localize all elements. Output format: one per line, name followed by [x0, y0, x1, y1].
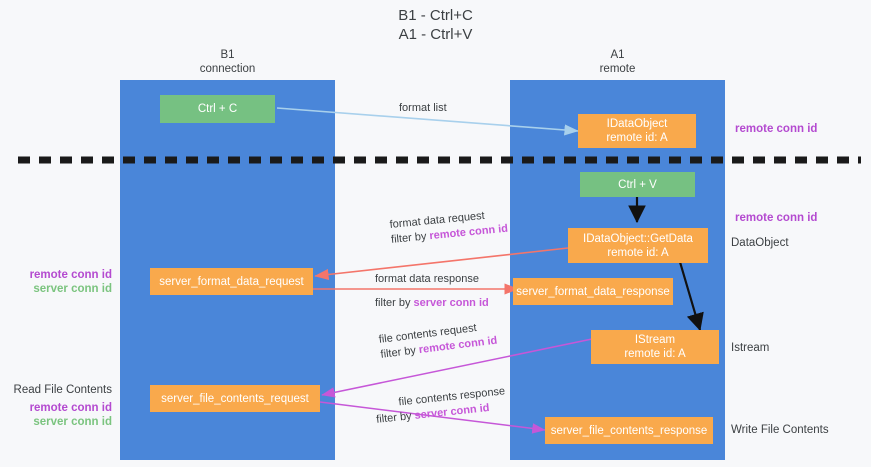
arrow-file-contents-response [319, 401, 546, 434]
left-note-read-file-contents: Read File Contents [13, 384, 112, 396]
arrow-format-data-request [314, 247, 569, 281]
lane-caption-a1: A1 remote [599, 49, 636, 75]
edge-label-format-data-response-line1: format data response [375, 273, 479, 285]
right-note-dataobject: DataObject [731, 237, 789, 249]
node-idataobject-remote-id: remote id: A [606, 132, 668, 144]
edge-label-format-data-request: format data request filter by remote con… [389, 207, 509, 248]
edge-label-file-contents-response: file contents response filter by server … [374, 384, 507, 428]
right-note-remote-conn-id-top: remote conn id [735, 123, 818, 135]
left-note-server-conn-id-1: server conn id [33, 283, 112, 295]
left-note-server-conn-id-2: server conn id [33, 416, 112, 428]
right-note-istream: Istream [731, 342, 770, 354]
filter-prefix: filter by [375, 410, 413, 426]
node-idataobject[interactable]: IDataObject remote id: A [578, 114, 696, 148]
edge-label-format-data-response: format data response filter by server co… [375, 272, 489, 311]
filter-prefix: filter by [379, 344, 417, 361]
node-server-file-contents-request-label: server_file_contents_request [161, 392, 309, 405]
edge-label-format-data-response-filter: filter by server conn id [375, 296, 489, 311]
lane-caption-b1: B1 connection [199, 49, 256, 75]
node-server-format-data-response[interactable]: server_format_data_response [513, 278, 673, 305]
node-idataobject-getdata[interactable]: IDataObject::GetData remote id: A [568, 228, 708, 263]
arrow-file-contents-request [321, 338, 593, 398]
node-idataobject-getdata-remote-id: remote id: A [607, 246, 669, 259]
node-istream-remote-id: remote id: A [624, 348, 686, 360]
node-istream-label: IStream [634, 334, 676, 346]
right-note-remote-conn-id-middle: remote conn id [735, 212, 818, 224]
node-ctrl-v[interactable]: Ctrl + V [580, 172, 695, 197]
right-note-write-file-contents: Write File Contents [731, 424, 829, 436]
node-server-file-contents-response[interactable]: server_file_contents_response [545, 417, 713, 444]
node-ctrl-v-label: Ctrl + V [618, 178, 657, 191]
node-ctrl-c-label: Ctrl + C [197, 103, 238, 115]
node-server-format-data-response-label: server_format_data_response [516, 285, 670, 298]
page-title: B1 - Ctrl+C A1 - Ctrl+V [398, 7, 473, 43]
node-server-file-contents-response-label: server_file_contents_response [550, 424, 708, 437]
filter-prefix: filter by [375, 297, 411, 309]
edge-label-format-list: format list [399, 101, 447, 116]
node-server-format-data-request-label: server_format_data_request [159, 275, 304, 288]
node-server-format-data-request[interactable]: server_format_data_request [150, 268, 313, 295]
node-server-file-contents-request[interactable]: server_file_contents_request [150, 385, 320, 412]
filter-prefix: filter by [390, 230, 427, 246]
node-istream[interactable]: IStream remote id: A [591, 330, 719, 364]
node-idataobject-getdata-label: IDataObject::GetData [583, 232, 693, 245]
left-note-remote-conn-id-2: remote conn id [29, 402, 112, 414]
arrow-format-list [276, 107, 579, 136]
left-note-remote-conn-id-1: remote conn id [29, 269, 112, 281]
arrow-response-to-istream [678, 261, 704, 332]
node-ctrl-c[interactable]: Ctrl + C [160, 95, 275, 123]
edge-label-format-list-line1: format list [399, 102, 447, 114]
node-idataobject-label: IDataObject [606, 118, 668, 130]
filter-value-server-conn-id: server conn id [413, 297, 489, 309]
edge-label-file-contents-request: file contents request filter by remote c… [378, 319, 498, 363]
